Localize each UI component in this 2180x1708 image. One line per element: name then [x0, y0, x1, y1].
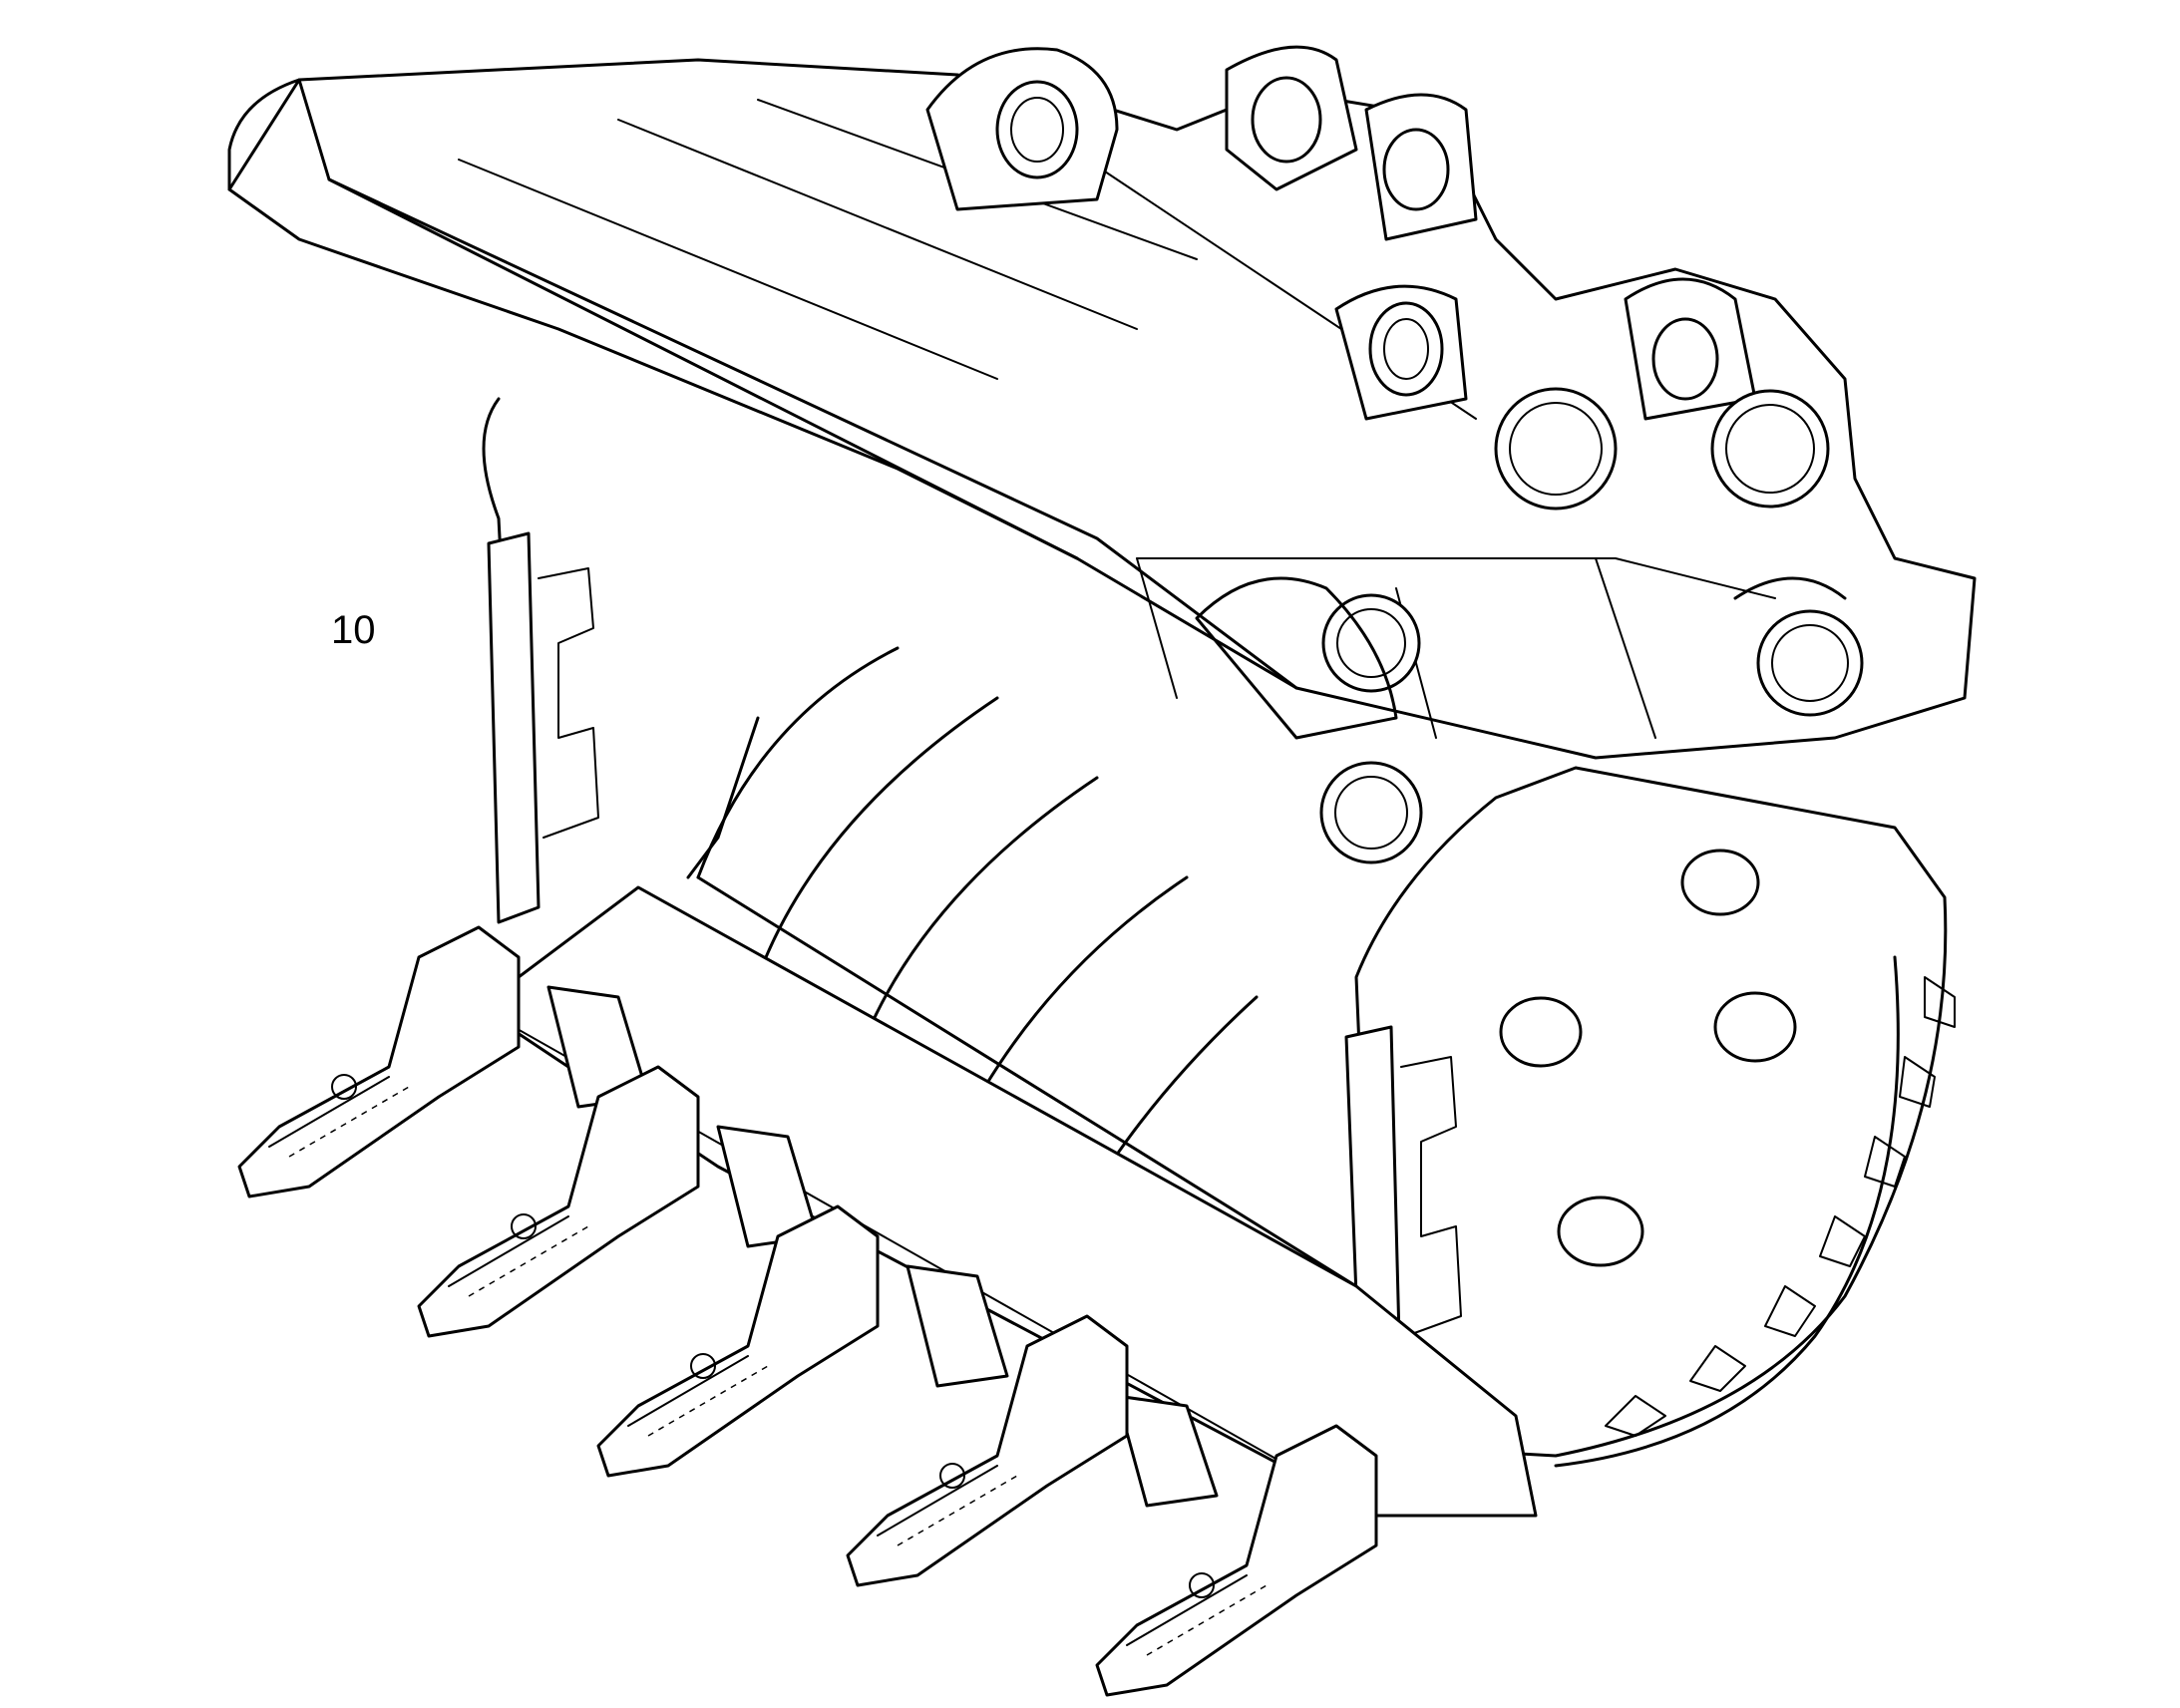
- side-cutter-left: [487, 531, 599, 924]
- top-plate: [227, 58, 1977, 760]
- bucket-shell: [482, 397, 1358, 1288]
- side-plate-right: [1354, 766, 1956, 1468]
- adapters: [546, 985, 1219, 1508]
- hinge-assembly: [925, 45, 1864, 864]
- tooth-2: [417, 1065, 700, 1338]
- tooth-5: [1095, 1424, 1378, 1697]
- tooth-1: [237, 925, 521, 1198]
- tooth-4: [846, 1314, 1129, 1587]
- tooth-3: [596, 1204, 880, 1478]
- callout-label: 10: [331, 608, 376, 652]
